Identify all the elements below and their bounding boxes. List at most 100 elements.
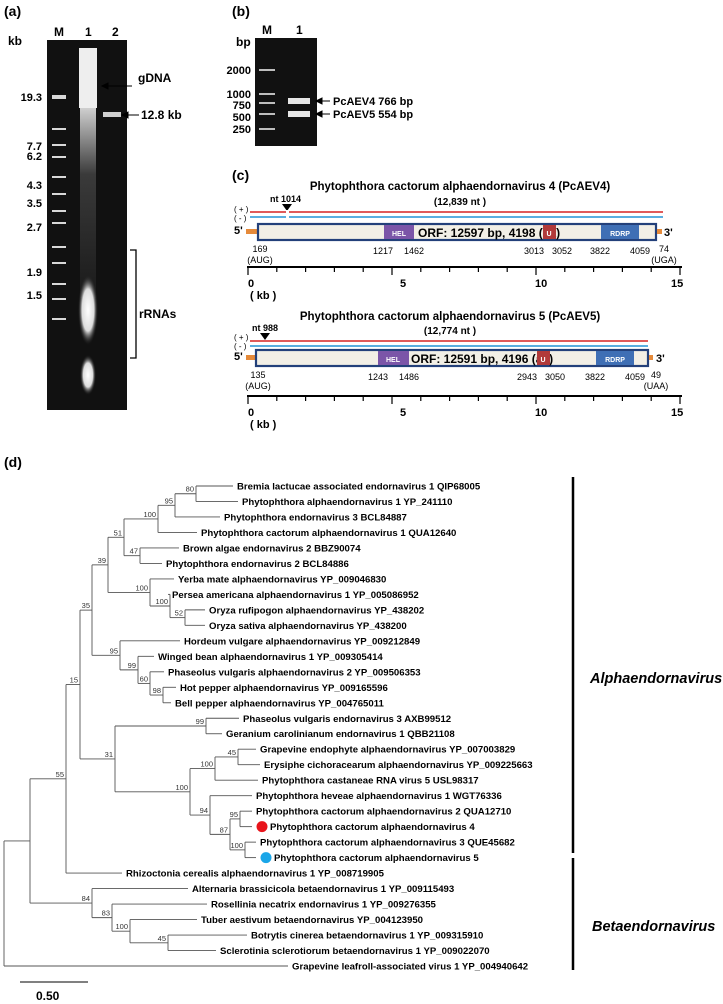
svg-text:3822: 3822: [590, 246, 610, 256]
svg-text:4.3: 4.3: [27, 180, 42, 192]
taxon-label: Phytophthora endornavirus 2 BCL84886: [166, 559, 349, 570]
gel-b-band-pcaev5: [288, 111, 310, 117]
taxon-label: Phytophthora cactorum alphaendornavirus …: [274, 853, 479, 864]
svg-text:0: 0: [248, 407, 254, 419]
svg-text:10: 10: [535, 278, 547, 290]
utr-5: [246, 229, 258, 234]
taxon-label: Oryza sativa alphaendornavirus YP_438200: [209, 621, 407, 632]
bootstrap-value: 100: [115, 922, 128, 931]
pcaev5-marker: [260, 852, 272, 864]
bootstrap-value: 35: [82, 601, 90, 610]
taxon-label: Tuber aestivum betaendornavirus YP_00412…: [201, 915, 423, 926]
nick-marker: [260, 333, 270, 340]
svg-text:250: 250: [233, 124, 251, 136]
bootstrap-value: 55: [56, 770, 64, 779]
svg-text:500: 500: [233, 112, 251, 124]
bootstrap-value: 100: [135, 583, 148, 592]
bootstrap-value: 100: [230, 841, 243, 850]
u-domain: [537, 351, 550, 365]
svg-text:2943: 2943: [517, 372, 537, 382]
svg-text:1486: 1486: [399, 372, 419, 382]
taxon-label: Hordeum vulgare alphaendornavirus YP_009…: [184, 636, 420, 647]
taxon-label: Phytophthora cactorum alphaendornavirus …: [270, 822, 475, 833]
bootstrap-value: 87: [220, 825, 228, 834]
genome-map-pcaev5: Phytophthora cactorum alphaendornavirus …: [234, 311, 668, 391]
gel-a-ladder: [52, 95, 66, 320]
svg-text:3.5: 3.5: [27, 198, 42, 210]
start-pos: 135: [250, 370, 265, 380]
gel-a-lane-m: M: [54, 25, 64, 39]
bootstrap-value: 15: [70, 676, 78, 685]
nick-label: nt 988: [252, 323, 278, 333]
taxon-label: Brown algae endornavirus 2 BBZ90074: [183, 543, 361, 554]
gel-b-unit: bp: [236, 35, 251, 49]
panel-label-b: (b): [232, 3, 250, 19]
hel-label: HEL: [392, 231, 407, 238]
taxon-label: Phaseolus vulgaris endornavirus 3 AXB995…: [243, 714, 451, 725]
panel-label-d: (d): [4, 454, 22, 470]
genome-title: Phytophthora cactorum alphaendornavirus …: [310, 181, 611, 193]
utr-3: [649, 355, 653, 360]
svg-text:19.3: 19.3: [21, 92, 42, 104]
taxon-label: Botrytis cinerea betaendornavirus 1 YP_0…: [251, 931, 483, 942]
u-label: U: [540, 357, 545, 364]
gel-a-lane-1: 1: [85, 25, 92, 39]
svg-text:7.7: 7.7: [27, 141, 42, 153]
svg-text:0: 0: [248, 278, 254, 290]
stop-codon: (UAA): [644, 381, 669, 391]
svg-text:3050: 3050: [545, 372, 565, 382]
svg-text:( kb ): ( kb ): [250, 419, 277, 431]
nick-label: nt 1014: [270, 194, 301, 204]
beta-clade-label: Betaendornavirus: [592, 919, 715, 935]
taxon-label: Oryza rufipogon alphaendornavirus YP_438…: [209, 605, 424, 616]
genome-map-pcaev4: Phytophthora cactorum alphaendornavirus …: [234, 181, 677, 265]
taxon-label: Grapevine endophyte alphaendornavirus YP…: [260, 745, 515, 756]
strand-minus-label: ( - ): [234, 342, 247, 351]
bootstrap-value: 60: [140, 674, 148, 683]
svg-text:5: 5: [400, 278, 406, 290]
bootstrap-value: 100: [175, 783, 188, 792]
tree-bootstrap-values: 8095100514739100521003595996098159945100…: [56, 485, 243, 943]
bootstrap-value: 95: [230, 810, 238, 819]
bootstrap-value: 52: [175, 609, 183, 618]
taxon-label: Rhizoctonia cerealis alphaendornavirus 1…: [126, 869, 385, 880]
taxon-label: Phytophthora castaneae RNA virus 5 USL98…: [262, 776, 479, 787]
bootstrap-value: 100: [143, 510, 156, 519]
hel-label: HEL: [386, 357, 401, 364]
panel-label-a: (a): [4, 3, 21, 19]
five-prime: 5': [234, 225, 243, 237]
gel-a-band-label: 12.8 kb: [141, 108, 182, 122]
gel-a-lane1-gdna: [79, 48, 97, 108]
utr-3: [657, 229, 662, 234]
gel-b-lane-m: M: [262, 23, 272, 37]
end-pos: 49: [651, 370, 661, 380]
svg-text:750: 750: [233, 100, 251, 112]
five-prime: 5': [234, 351, 243, 363]
gel-a-lane1-rrna: [78, 275, 98, 345]
bootstrap-value: 80: [186, 485, 194, 494]
nick-marker: [282, 204, 292, 211]
taxon-label: Hot pepper alphaendornavirus YP_00916559…: [180, 683, 388, 694]
rdrp-label: RDRP: [605, 357, 625, 364]
tree-taxon-labels: Bremia lactucae associated endornavirus …: [126, 482, 533, 973]
taxon-label: Yerba mate alphaendornavirus YP_00904683…: [178, 574, 386, 585]
bootstrap-value: 99: [196, 717, 204, 726]
svg-text:1.5: 1.5: [27, 290, 42, 302]
scale-axis-2: 0 5 10 15 ( kb ): [247, 395, 683, 431]
orf-label: ORF: 12597 bp, 4198 (aa): [418, 226, 560, 240]
genome-length: (12,839 nt ): [434, 197, 486, 208]
gel-a-lane1-front: [80, 355, 96, 395]
gel-b-pcaev4-label: PcAEV4 766 bp: [333, 96, 413, 108]
gel-a-gdna-arrow: [100, 82, 132, 90]
taxon-label: Grapevine leafroll-associated virus 1 YP…: [292, 962, 528, 973]
bootstrap-value: 39: [98, 556, 106, 565]
svg-text:4059: 4059: [630, 246, 650, 256]
nick-gap: [286, 210, 289, 220]
rdrp-domain: [596, 351, 634, 365]
three-prime: 3': [664, 227, 673, 239]
svg-text:10: 10: [535, 407, 547, 419]
rdrp-domain: [601, 225, 639, 239]
gel-b-pcaev5-label: PcAEV5 554 bp: [333, 109, 413, 121]
svg-text:1000: 1000: [227, 89, 251, 101]
taxon-label: Erysiphe cichoracearum alphaendornavirus…: [264, 760, 533, 771]
